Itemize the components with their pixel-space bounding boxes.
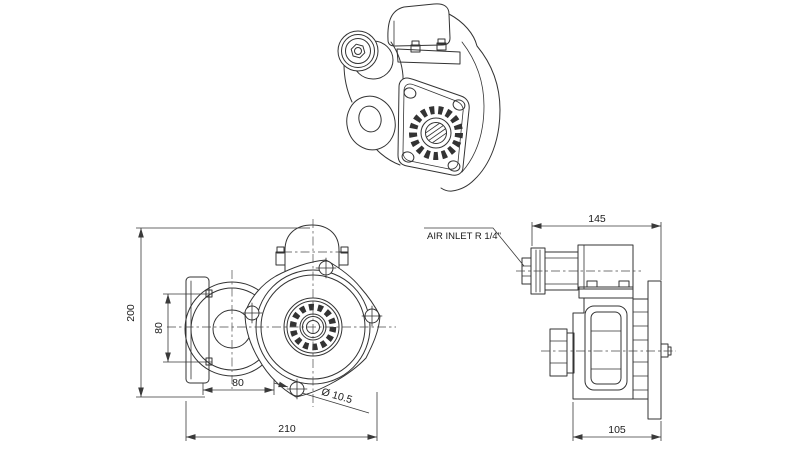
front-view: 200 80 80 210 Ø 10.5 xyxy=(125,219,396,441)
coupling-nut xyxy=(350,43,366,59)
side-boss-recess xyxy=(358,105,382,133)
flange-hole xyxy=(452,99,466,111)
splined-bore xyxy=(425,122,447,144)
gearbox-body xyxy=(572,297,634,400)
stud-bolt xyxy=(586,280,598,288)
air-inlet-label: AIR INLET R 1/4" xyxy=(427,231,501,242)
dome-tab xyxy=(338,251,349,266)
bolt-hole xyxy=(286,378,308,400)
shaft-stub xyxy=(660,343,669,358)
bolt-hole xyxy=(241,302,263,324)
dim-label-210: 210 xyxy=(278,423,296,435)
dim-label-80-v: 80 xyxy=(153,322,165,334)
rear-mount-plate xyxy=(185,276,210,384)
housing-top-edge xyxy=(390,41,404,83)
flange-hole xyxy=(403,87,417,99)
flange-hole xyxy=(401,151,415,163)
dimension-plate-width: 80 xyxy=(202,377,275,395)
dimension-depth-bottom: 105 xyxy=(572,402,662,441)
connector-stack xyxy=(632,298,649,400)
dimension-total-width: 210 xyxy=(185,392,378,441)
input-coupling xyxy=(337,30,379,72)
isometric-view xyxy=(337,3,501,192)
bolt-hole xyxy=(361,305,383,327)
bolt-hole xyxy=(315,257,337,279)
output-hub xyxy=(549,328,568,377)
dim-label-105: 105 xyxy=(608,424,626,436)
actuator-body xyxy=(577,244,634,290)
stud-bolt xyxy=(410,44,421,53)
gear-teeth-ring xyxy=(409,106,463,160)
dome-tab xyxy=(275,251,286,266)
flange-hole xyxy=(447,160,461,172)
rear-flange-edge xyxy=(440,13,501,192)
dim-label-200: 200 xyxy=(125,304,137,322)
dimension-depth-top: 145 xyxy=(531,213,662,280)
side-view: 145 105 AIR INLET R 1/4" xyxy=(424,213,676,441)
dimension-plate-height: 80 xyxy=(153,293,212,363)
shift-dome xyxy=(284,224,340,273)
dim-label-80-h: 80 xyxy=(232,377,244,389)
stud-bolt xyxy=(618,280,630,288)
housing-left-edge xyxy=(343,63,353,103)
dim-label-145: 145 xyxy=(588,213,606,225)
dimension-total-height: 200 xyxy=(125,227,310,398)
actuator-base-plate xyxy=(396,48,461,65)
spline-lines xyxy=(425,123,447,143)
housing-bottom-edge xyxy=(376,149,401,166)
stud-bolt xyxy=(436,42,447,51)
side-boss xyxy=(346,95,396,151)
callout-air-inlet: AIR INLET R 1/4" xyxy=(424,227,525,267)
mount-flange-plate xyxy=(647,280,662,420)
actuator-housing xyxy=(387,3,451,47)
